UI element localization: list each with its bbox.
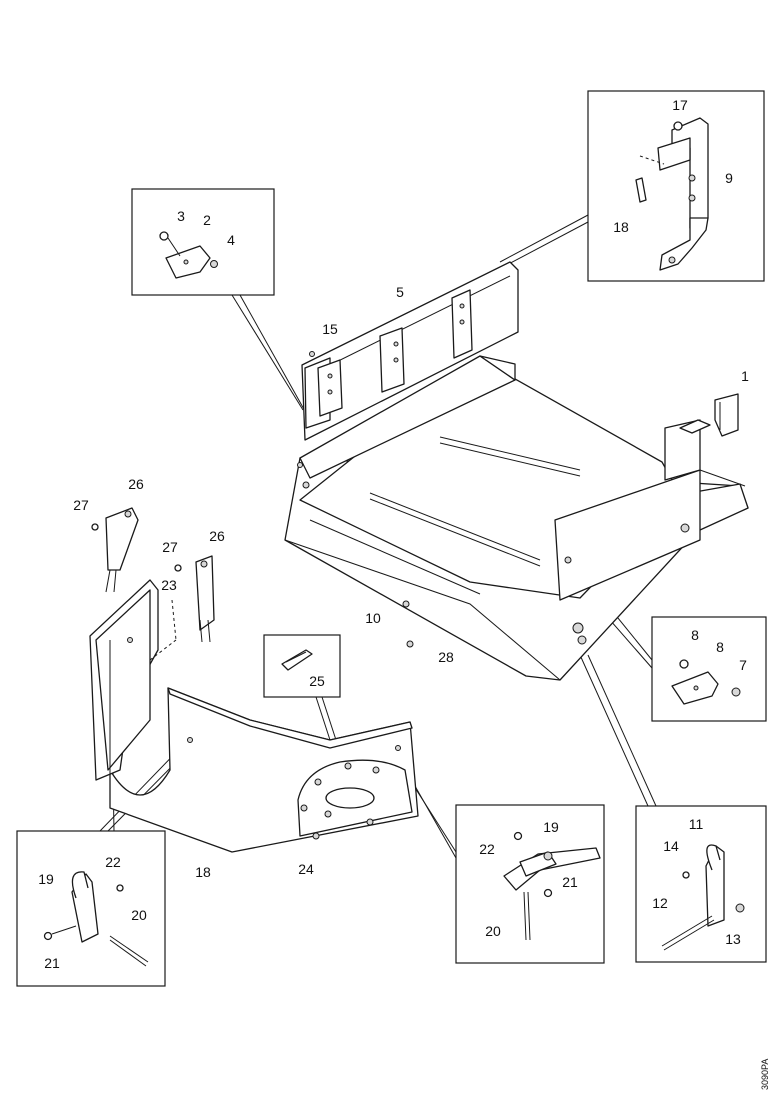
callout-22: 22	[105, 854, 121, 870]
callout-19: 19	[543, 819, 559, 835]
callout-15: 15	[322, 321, 338, 337]
callout-14: 14	[663, 838, 679, 854]
callout-2: 2	[203, 212, 211, 228]
callout-28: 28	[438, 649, 454, 665]
detail-box-part-25	[263, 634, 341, 698]
callout-18: 18	[195, 864, 211, 880]
detail-bracket-6	[671, 659, 741, 705]
callout-24: 24	[298, 861, 314, 877]
detail-box-left-latch	[16, 830, 166, 987]
callout-10: 10	[365, 610, 381, 626]
callout-9: 9	[725, 170, 733, 186]
callout-23: 23	[161, 577, 177, 593]
callout-8: 8	[716, 639, 724, 655]
detail-box-center-latch	[455, 804, 605, 964]
callout-21: 21	[562, 874, 578, 890]
left-flap-assembly	[89, 507, 419, 853]
callout-18: 18	[613, 219, 629, 235]
detail-hinge-plate-2	[159, 231, 218, 279]
back-panel-assembly	[301, 261, 519, 441]
callout-25: 25	[309, 673, 325, 689]
callout-8: 8	[691, 627, 699, 643]
callout-22: 22	[479, 841, 495, 857]
detail-part-25	[281, 649, 313, 671]
callout-11: 11	[689, 816, 704, 832]
figure-id-label: 3090PA	[760, 1059, 770, 1090]
callout-1: 1	[741, 368, 749, 384]
callout-12: 12	[652, 895, 668, 911]
callout-26: 26	[128, 476, 144, 492]
callout-17: 17	[672, 97, 688, 113]
detail-center-latch	[503, 831, 601, 941]
callout-3: 3	[177, 208, 185, 224]
detail-box-top-left	[131, 188, 275, 296]
callout-20: 20	[131, 907, 147, 923]
detail-left-latch	[43, 871, 149, 967]
callout-19: 19	[38, 871, 54, 887]
main-tray-assembly	[284, 355, 749, 681]
callout-5: 5	[396, 284, 404, 300]
callout-27: 27	[73, 497, 89, 513]
detail-bracket-9	[635, 117, 709, 271]
detail-box-right-latch	[635, 805, 767, 963]
detail-right-latch	[661, 844, 745, 951]
detail-box-right-mid	[651, 616, 767, 722]
detail-box-top-right	[587, 90, 765, 282]
callout-7: 7	[739, 657, 747, 673]
callout-26: 26	[209, 528, 225, 544]
callout-20: 20	[485, 923, 501, 939]
callout-13: 13	[725, 931, 741, 947]
callout-21: 21	[44, 955, 60, 971]
callout-27: 27	[162, 539, 178, 555]
callout-4: 4	[227, 232, 235, 248]
